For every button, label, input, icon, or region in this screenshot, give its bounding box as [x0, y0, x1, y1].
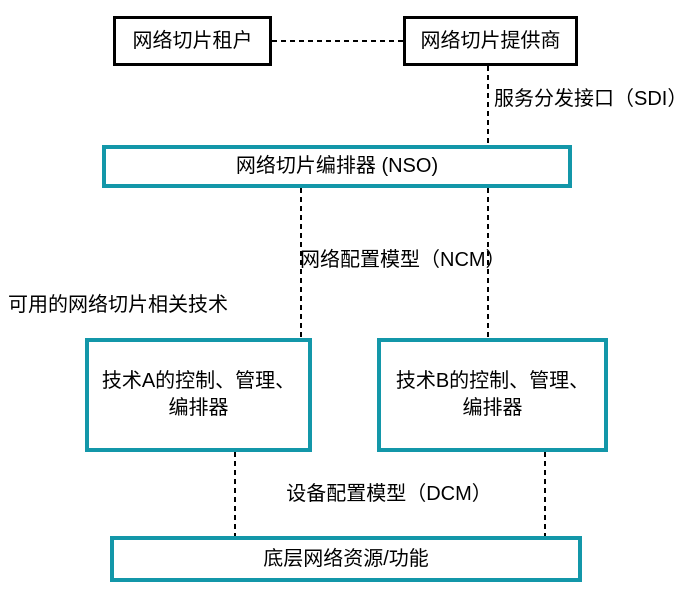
- node-underlying-network-resources: 底层网络资源/功能: [110, 536, 582, 582]
- edge-label-ncm: 网络配置模型（NCM）: [300, 249, 506, 271]
- node-label-line1: 技术B的控制、管理、: [395, 370, 590, 392]
- node-label-line2: 编排器: [168, 397, 229, 419]
- node-network-slice-provider: 网络切片提供商: [403, 16, 578, 66]
- node-technology-a-controller: 技术A的控制、管理、 编排器: [85, 338, 312, 452]
- node-label: 网络切片租户: [132, 29, 253, 52]
- node-label: 底层网络资源/功能: [263, 547, 429, 570]
- node-technology-b-controller: 技术B的控制、管理、 编排器: [377, 338, 608, 452]
- edge-tech-b-resources-dashed-line: [544, 452, 546, 536]
- node-network-slice-tenant: 网络切片租户: [113, 16, 272, 66]
- node-label-line1: 技术A的控制、管理、: [101, 370, 296, 392]
- edge-nso-tech-b-dashed-line: [487, 188, 489, 338]
- edge-label-sdi: 服务分发接口（SDI）: [494, 88, 688, 110]
- node-label: 网络切片提供商: [420, 29, 561, 52]
- edge-tenant-provider-dashed-line: [272, 40, 403, 42]
- annotation-available-slicing-technologies: 可用的网络切片相关技术: [8, 294, 228, 316]
- edge-tech-a-resources-dashed-line: [234, 452, 236, 536]
- edge-nso-tech-a-dashed-line: [300, 188, 302, 338]
- edge-label-dcm: 设备配置模型（DCM）: [286, 483, 492, 505]
- node-label-line2: 编排器: [462, 397, 523, 419]
- edge-provider-nso-dashed-line: [487, 66, 489, 145]
- node-network-slice-orchestrator: 网络切片编排器 (NSO): [102, 145, 572, 188]
- node-label: 网络切片编排器 (NSO): [235, 155, 439, 177]
